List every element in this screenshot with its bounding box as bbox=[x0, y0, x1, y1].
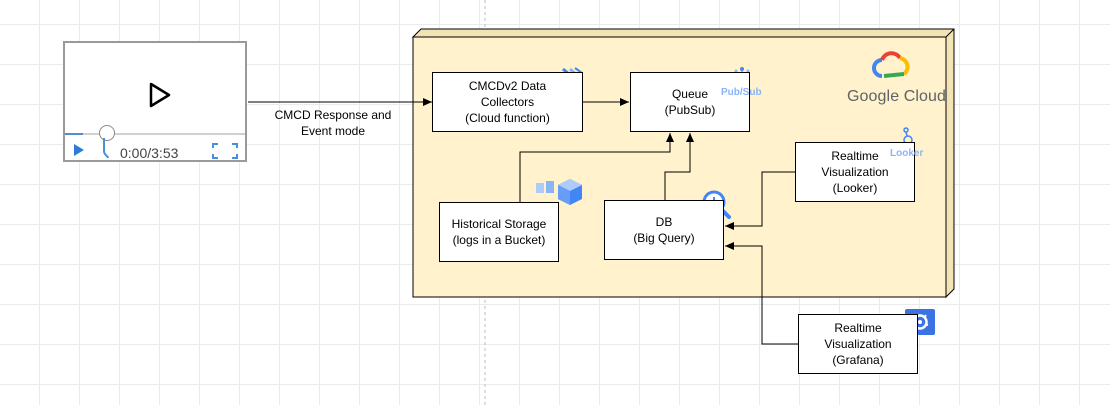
edge-label-cmcd-response: CMCD Response and Event mode bbox=[274, 108, 392, 138]
node-cmcd-collectors[interactable]: CMCDv2 Data Collectors (Cloud function) bbox=[432, 72, 583, 132]
node-looker-visualization[interactable]: Realtime Visualization (Looker) bbox=[795, 142, 915, 202]
node-db[interactable]: DB (Big Query) bbox=[604, 200, 724, 260]
scrubber-handle[interactable] bbox=[99, 125, 115, 141]
google-cloud-logo-icon bbox=[872, 51, 910, 78]
play-small-icon[interactable] bbox=[73, 144, 85, 156]
pubsub-caption: Pub/Sub bbox=[721, 87, 762, 98]
node-historical-storage[interactable]: Historical Storage (logs in a Bucket) bbox=[439, 202, 559, 262]
playback-time: 0:00/3:53 bbox=[120, 145, 179, 161]
looker-caption: Looker bbox=[890, 148, 924, 159]
video-player[interactable]: 0:00/3:53 bbox=[63, 41, 247, 162]
edge-storage-to-queue bbox=[519, 133, 674, 202]
node-grafana-visualization[interactable]: Realtime Visualization (Grafana) bbox=[798, 314, 918, 374]
play-icon[interactable] bbox=[145, 81, 173, 109]
progress-bar[interactable] bbox=[65, 133, 245, 135]
edge-grafana-to-db bbox=[725, 242, 798, 345]
cloud-storage-icon bbox=[536, 179, 582, 205]
cursor-hand-icon bbox=[103, 138, 109, 159]
edge-db-to-queue bbox=[664, 133, 694, 200]
google-cloud-text: Google Cloud bbox=[847, 88, 947, 105]
fullscreen-icon[interactable] bbox=[212, 143, 238, 159]
progress-fill bbox=[65, 133, 83, 135]
edge-looker-to-db bbox=[725, 171, 795, 230]
node-queue[interactable]: Queue (PubSub) bbox=[630, 72, 750, 132]
